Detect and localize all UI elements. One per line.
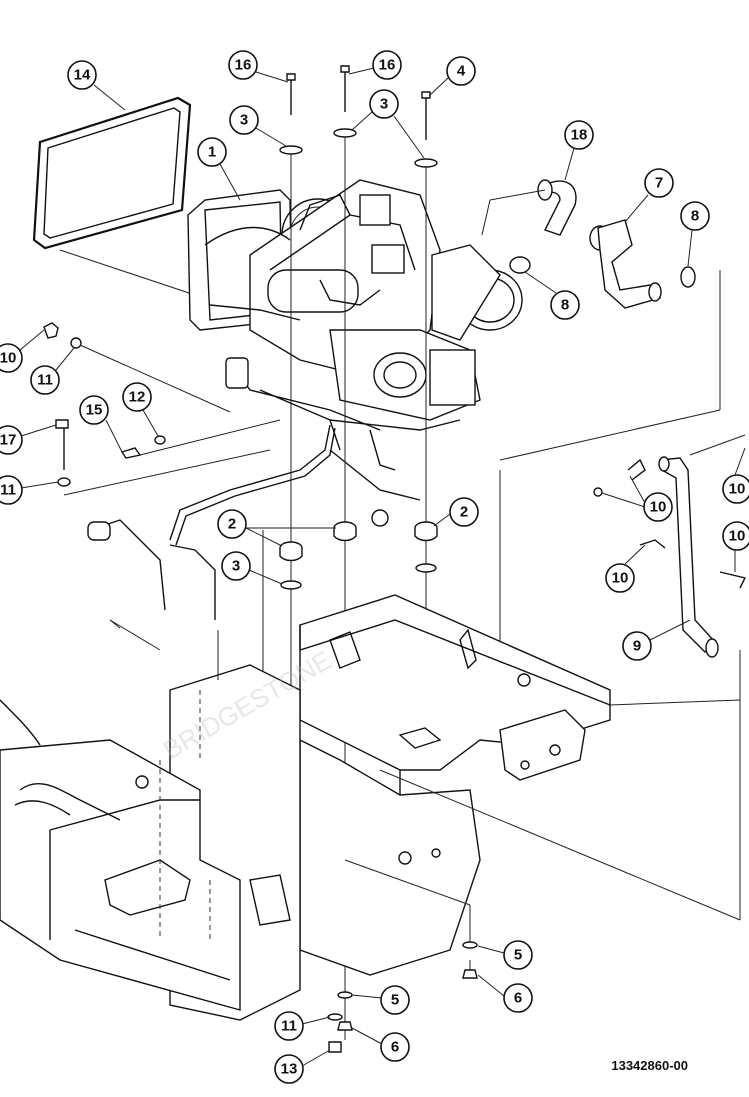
callout-balloon: 10: [722, 521, 749, 551]
clamp-10: [593, 458, 747, 589]
bottom-hardware: [327, 941, 478, 1053]
callout-balloon: 1: [197, 137, 227, 167]
callout-leaders: [19, 67, 746, 1067]
leader-line: [689, 434, 746, 456]
callout-label: 3: [240, 112, 248, 129]
callout-label: 14: [74, 67, 91, 84]
seal-frame-part: [32, 96, 192, 250]
engine-tray: [299, 594, 611, 800]
callout-label: 10: [729, 481, 746, 498]
callout-label: 11: [0, 482, 16, 499]
callout-label: 9: [633, 638, 641, 655]
hose-18: [537, 179, 577, 236]
callout-balloon: 8: [550, 290, 580, 320]
callout-label: 3: [232, 558, 240, 575]
callout-label: 6: [391, 1039, 399, 1056]
callout-balloon: 16: [372, 50, 402, 80]
callout-label: 4: [457, 63, 466, 80]
callout-balloon: 11: [0, 475, 23, 505]
callout-balloon: 9: [622, 631, 652, 661]
callout-balloon: 6: [503, 983, 533, 1013]
callout-label: 8: [561, 297, 569, 314]
callout-label: 17: [0, 432, 16, 449]
callout-label: 10: [650, 499, 667, 516]
rubber-mount-2: [279, 509, 438, 590]
callout-label: 8: [691, 208, 699, 225]
callout-label: 1: [208, 144, 216, 161]
engine-assembly: [187, 179, 523, 471]
callout-balloons: 14 16 16 4 3 3 1 18 7 8 8 10 11 12 15 17…: [0, 50, 749, 1084]
clamp-8: [509, 256, 696, 288]
callout-balloon: 18: [564, 120, 594, 150]
hose-9: [658, 456, 719, 658]
leader-lines: [109, 619, 741, 975]
leader-line: [139, 419, 281, 456]
callout-balloon: 10: [643, 492, 673, 522]
tube-lines: [87, 424, 421, 620]
callout-label: 2: [228, 516, 236, 533]
callout-balloon: 13: [274, 1054, 304, 1084]
callout-balloon: 8: [680, 201, 710, 231]
callout-label: 10: [612, 570, 629, 587]
callout-balloon: 11: [30, 365, 60, 395]
callout-balloon: 10: [722, 474, 749, 504]
callout-balloon: 5: [380, 985, 410, 1015]
callout-label: 5: [391, 992, 399, 1009]
callout-balloon: 3: [229, 105, 259, 135]
callout-label: 18: [571, 127, 588, 144]
callout-balloon: 7: [644, 168, 674, 198]
callout-label: 10: [0, 350, 16, 367]
callout-label: 15: [86, 402, 103, 419]
leader-line: [481, 199, 491, 236]
callout-balloon: 3: [369, 89, 399, 119]
callout-balloon: 5: [503, 940, 533, 970]
leader-line: [79, 344, 231, 413]
callout-label: 2: [460, 504, 468, 521]
callout-balloon: 2: [449, 497, 479, 527]
callout-label: 16: [235, 57, 252, 74]
leader-line: [499, 409, 721, 461]
callout-balloon: 14: [67, 60, 97, 90]
callout-label: 11: [37, 372, 53, 389]
fitting-7: [589, 219, 662, 309]
callout-label: 13: [281, 1061, 298, 1078]
callout-label: 6: [514, 990, 522, 1007]
drawing-number: 13342860-00: [611, 1058, 688, 1073]
callout-balloon: 12: [122, 382, 152, 412]
callout-label: 5: [514, 947, 522, 964]
callout-balloon: 2: [217, 509, 247, 539]
leader-line: [63, 449, 271, 496]
callout-balloon: 4: [446, 56, 476, 86]
callout-balloon: 10: [0, 343, 23, 373]
callout-balloon: 15: [79, 395, 109, 425]
hardware-left: [43, 322, 166, 487]
callout-balloon: 16: [228, 50, 258, 80]
callout-label: 11: [281, 1018, 297, 1035]
callout-label: 7: [655, 175, 663, 192]
leader-line: [489, 189, 546, 201]
callout-label: 3: [380, 96, 388, 113]
callout-label: 16: [379, 57, 396, 74]
callout-label: 12: [129, 389, 146, 406]
chassis-frame: [0, 664, 481, 1021]
callout-balloon: 3: [221, 551, 251, 581]
callout-balloon: 11: [274, 1011, 304, 1041]
callout-label: 10: [729, 528, 746, 545]
callout-balloon: 17: [0, 425, 23, 455]
callout-balloon: 6: [380, 1032, 410, 1062]
callout-balloon: 10: [605, 563, 635, 593]
